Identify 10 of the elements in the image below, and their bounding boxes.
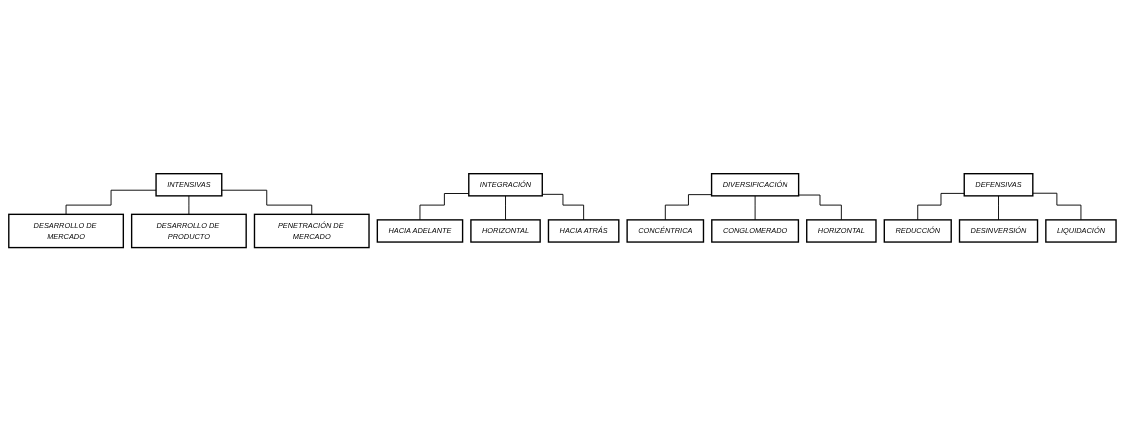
connector [188,195,190,215]
connector [65,189,157,215]
connector [1032,192,1082,221]
connector [754,195,756,221]
connector [505,195,507,221]
connector [998,195,1000,221]
connector [664,194,713,221]
connector [917,192,965,221]
connector [221,189,313,215]
connector [798,194,842,221]
